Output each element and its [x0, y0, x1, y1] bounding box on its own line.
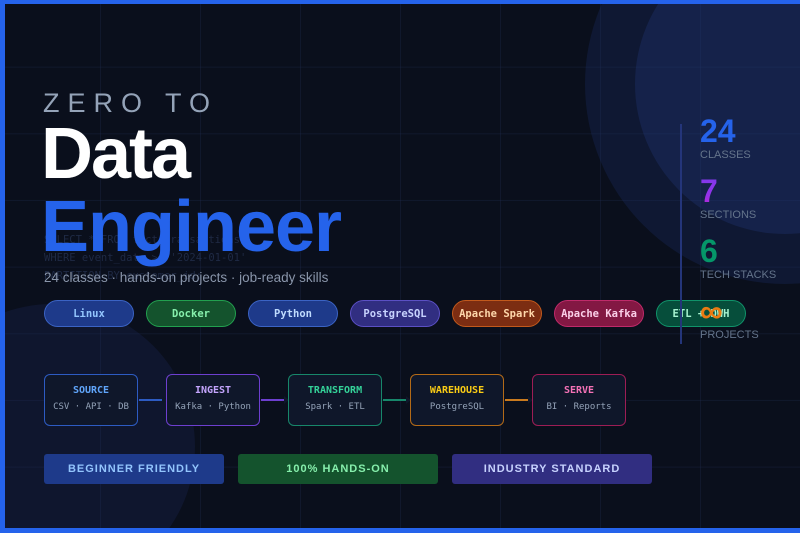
- arrow-connector: [505, 396, 533, 404]
- arrow-connector: [139, 396, 167, 404]
- arrow-connector: [261, 396, 289, 404]
- tech-pill-apache-kafka: Apache Kafka: [554, 300, 644, 327]
- stat-label: SECTIONS: [700, 209, 757, 221]
- pipeline-step-source: SOURCE CSV · API · DB: [44, 374, 138, 426]
- step-subtitle: BI · Reports: [546, 402, 612, 412]
- step-subtitle: Kafka · Python: [175, 402, 251, 412]
- step-subtitle: Spark · ETL: [305, 402, 365, 412]
- badge-beginner-friendly: BEGINNER FRIENDLY: [44, 454, 224, 484]
- step-title: SOURCE: [72, 385, 110, 396]
- stat-label: PROJECTS: [700, 329, 759, 341]
- pipeline-step-transform: TRANSFORM Spark · ETL: [288, 374, 382, 426]
- pipeline-step-ingest: INGEST Kafka · Python: [166, 374, 260, 426]
- code-line: WHERE event_date >= '2024-01-01': [44, 252, 247, 264]
- subtitle: 24 classes · hands-on projects · job-rea…: [44, 270, 329, 285]
- stat-label: TECH STACKS: [700, 269, 777, 281]
- title-line-1: Data: [41, 114, 191, 194]
- infinity-icon: ∞: [700, 293, 723, 329]
- stat-classes: 24 CLASSES: [700, 114, 751, 162]
- stat-projects: ∞ PROJECTS: [700, 294, 759, 342]
- stat-value: 7: [700, 173, 718, 209]
- tech-pill-docker: Docker: [146, 300, 236, 327]
- pipeline-step-serve: SERVE BI · Reports: [532, 374, 626, 426]
- code-line: SELECT * FROM fact_transactions: [44, 234, 240, 246]
- title-line-2: Engineer: [41, 187, 342, 267]
- stats-divider: [680, 124, 682, 344]
- stat-sections: 7 SECTIONS: [700, 174, 756, 222]
- stat-tech-stacks: 6 TECH STACKS: [700, 234, 776, 282]
- badge-hands-on: 100% HANDS-ON: [238, 454, 438, 484]
- step-title: TRANSFORM: [307, 385, 363, 396]
- tech-pill-etl-dwh: ETL + DWH: [656, 300, 746, 327]
- stat-value: 6: [700, 233, 718, 269]
- step-title: SERVE: [563, 385, 595, 396]
- step-subtitle: CSV · API · DB: [53, 402, 129, 412]
- step-title: INGEST: [194, 385, 232, 396]
- step-subtitle: PostgreSQL: [429, 402, 485, 412]
- code-line: PARTITION BY customer_id;: [44, 270, 203, 282]
- arrow-connector: [383, 396, 411, 404]
- badge-industry-standard: INDUSTRY STANDARD: [452, 454, 652, 484]
- stat-value: 24: [700, 113, 736, 149]
- tech-pill-postgresql: PostgreSQL: [350, 300, 440, 327]
- stat-label: CLASSES: [700, 149, 751, 161]
- pipeline-step-warehouse: WAREHOUSE PostgreSQL: [410, 374, 504, 426]
- step-title: WAREHOUSE: [429, 385, 485, 396]
- tech-pill-apache-spark: Apache Spark: [452, 300, 542, 327]
- eyebrow-text: ZERO TO: [43, 88, 219, 118]
- tech-pill-python: Python: [248, 300, 338, 327]
- tech-pill-linux: Linux: [44, 300, 134, 327]
